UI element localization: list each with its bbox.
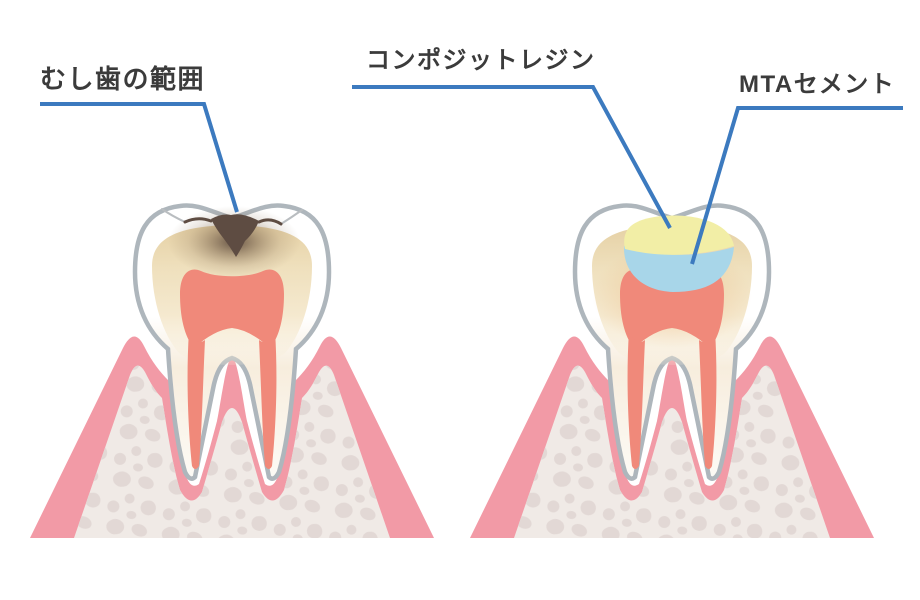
treated-tooth-figure bbox=[470, 205, 874, 538]
leader-line-cavity bbox=[40, 102, 239, 213]
label-cavity-range: むし歯の範囲 bbox=[40, 64, 205, 94]
leader-line-mta bbox=[690, 106, 903, 265]
mta-cement-filling bbox=[623, 246, 734, 292]
fissure-line-right bbox=[280, 209, 303, 225]
decayed-tooth-figure bbox=[30, 205, 434, 538]
decay-groove-right bbox=[257, 218, 283, 226]
leader-line-composite bbox=[352, 85, 672, 229]
label-mta-cement: MTAセメント bbox=[739, 71, 895, 98]
fissure-line-left bbox=[161, 208, 186, 223]
label-composite-resin: コンポジットレジン bbox=[366, 46, 596, 74]
decay-cavity bbox=[211, 214, 259, 257]
decay-groove-left bbox=[183, 217, 213, 224]
composite-resin-filling bbox=[624, 215, 734, 255]
